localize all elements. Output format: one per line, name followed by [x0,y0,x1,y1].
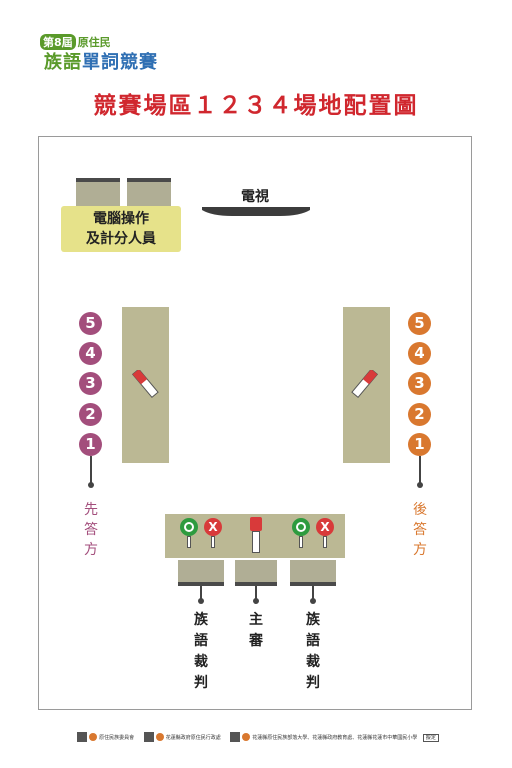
left-player-2: 2 [79,403,102,426]
coorganizer-logo-icon [242,733,251,741]
left-judge-x-paddle-icon: X [204,518,222,536]
head-judge-buzzer-icon [250,517,262,531]
head-judge-char: 審 [249,633,263,649]
right-player-3: 3 [408,372,431,395]
right-judge-x-paddle-icon: X [316,518,334,536]
head-judge-seat [235,560,277,586]
right-judge-char: 裁 [306,654,320,670]
right-player-5: 5 [408,312,431,335]
operator-monitor-right [127,178,171,206]
right-judge-seat [290,560,336,586]
organizer-logo-icon [89,733,98,741]
right-player-4: 4 [408,342,431,365]
footer: 原住民族委員會 花蓮縣政府原住民行政處 花蓮縣原住民族部落大學、花蓮縣政府教育處… [0,732,512,742]
head-judge-label: 主 審 [246,610,266,652]
operator-desk: 電腦操作 及計分人員 [61,206,181,252]
tv-icon [202,207,310,216]
right-judge-pointer-line [312,586,314,600]
footer-organizer: 原住民族委員會 [77,732,135,742]
right-judge-char: 判 [306,675,320,691]
left-judge-char: 裁 [194,654,208,670]
right-judge-char: 語 [306,633,320,649]
footer-organizer-text: 原住民族委員會 [99,734,135,741]
footer-coorganizer-text: 花蓮縣原住民族部落大學、花蓮縣政府教育處、花蓮縣花蓮市中華國民小學 [252,734,418,741]
right-team-label: 後 答 方 [410,500,430,560]
right-label-char: 答 [413,522,427,538]
footer-coorganizer: 花蓮縣原住民族部落大學、花蓮縣政府教育處、花蓮縣花蓮市中華國民小學 [230,732,418,742]
logo-top: 第8屆原住民 [40,34,111,50]
right-judge-char: 族 [306,612,320,628]
operator-desk-line1: 電腦操作 [93,211,149,227]
logo-line1-text: 原住民 [77,36,111,49]
left-judge-o-paddle-icon [180,518,198,536]
left-player-5: 5 [79,312,102,335]
head-judge-buzzer-handle [252,531,260,553]
footer-badge: 擬定 [422,733,439,742]
page-title: 競賽場區１２３４場地配置圖 [93,93,419,119]
tv-label: 電視 [241,189,269,205]
venue-boundary [38,136,472,710]
right-label-char: 方 [413,542,427,558]
left-pointer-dot [88,482,94,488]
head-judge-char: 主 [249,612,263,628]
footer-executor: 花蓮縣政府原住民行政處 [143,732,221,742]
right-judge-o-paddle-icon [292,518,310,536]
left-label-char: 方 [84,542,98,558]
right-judge-pointer-dot [310,598,316,604]
right-player-1: 1 [408,433,431,456]
left-judge-x-handle [211,536,215,548]
edition-badge: 第8屆 [40,34,76,50]
head-judge-pointer-line [255,586,257,600]
left-judge-char: 判 [194,675,208,691]
right-label-char: 後 [413,502,427,518]
left-player-3: 3 [79,372,102,395]
right-judge-label: 族 語 裁 判 [303,610,323,694]
left-judge-seat [178,560,224,586]
operator-monitor-left [76,178,120,206]
head-judge-pointer-dot [253,598,259,604]
logo-line2a: 族語 [44,52,82,73]
coorganizer-tag-icon [230,732,241,742]
left-judge-label: 族 語 裁 判 [191,610,211,694]
right-pointer-line [419,456,421,484]
executor-tag-icon [143,732,154,742]
left-player-4: 4 [79,342,102,365]
left-label-char: 先 [84,502,98,518]
right-judge-o-handle [299,536,303,548]
left-judge-char: 族 [194,612,208,628]
left-pointer-line [90,456,92,484]
operator-desk-line2: 及計分人員 [86,231,156,247]
right-pointer-dot [417,482,423,488]
left-judge-o-handle [187,536,191,548]
left-judge-pointer-line [200,586,202,600]
right-player-2: 2 [408,403,431,426]
executor-logo-icon [155,733,164,741]
left-judge-pointer-dot [198,598,204,604]
logo-bottom: 族語單詞競賽 [44,48,158,74]
left-buzzer-icon [131,370,159,399]
left-team-label: 先 答 方 [81,500,101,560]
organizer-tag-icon [77,732,88,742]
footer-executor-text: 花蓮縣政府原住民行政處 [165,734,221,741]
logo-line2b: 單詞競賽 [82,52,158,73]
left-judge-char: 語 [194,633,208,649]
left-label-char: 答 [84,522,98,538]
right-judge-x-handle [323,536,327,548]
right-buzzer-icon [351,370,379,399]
left-player-1: 1 [79,433,102,456]
